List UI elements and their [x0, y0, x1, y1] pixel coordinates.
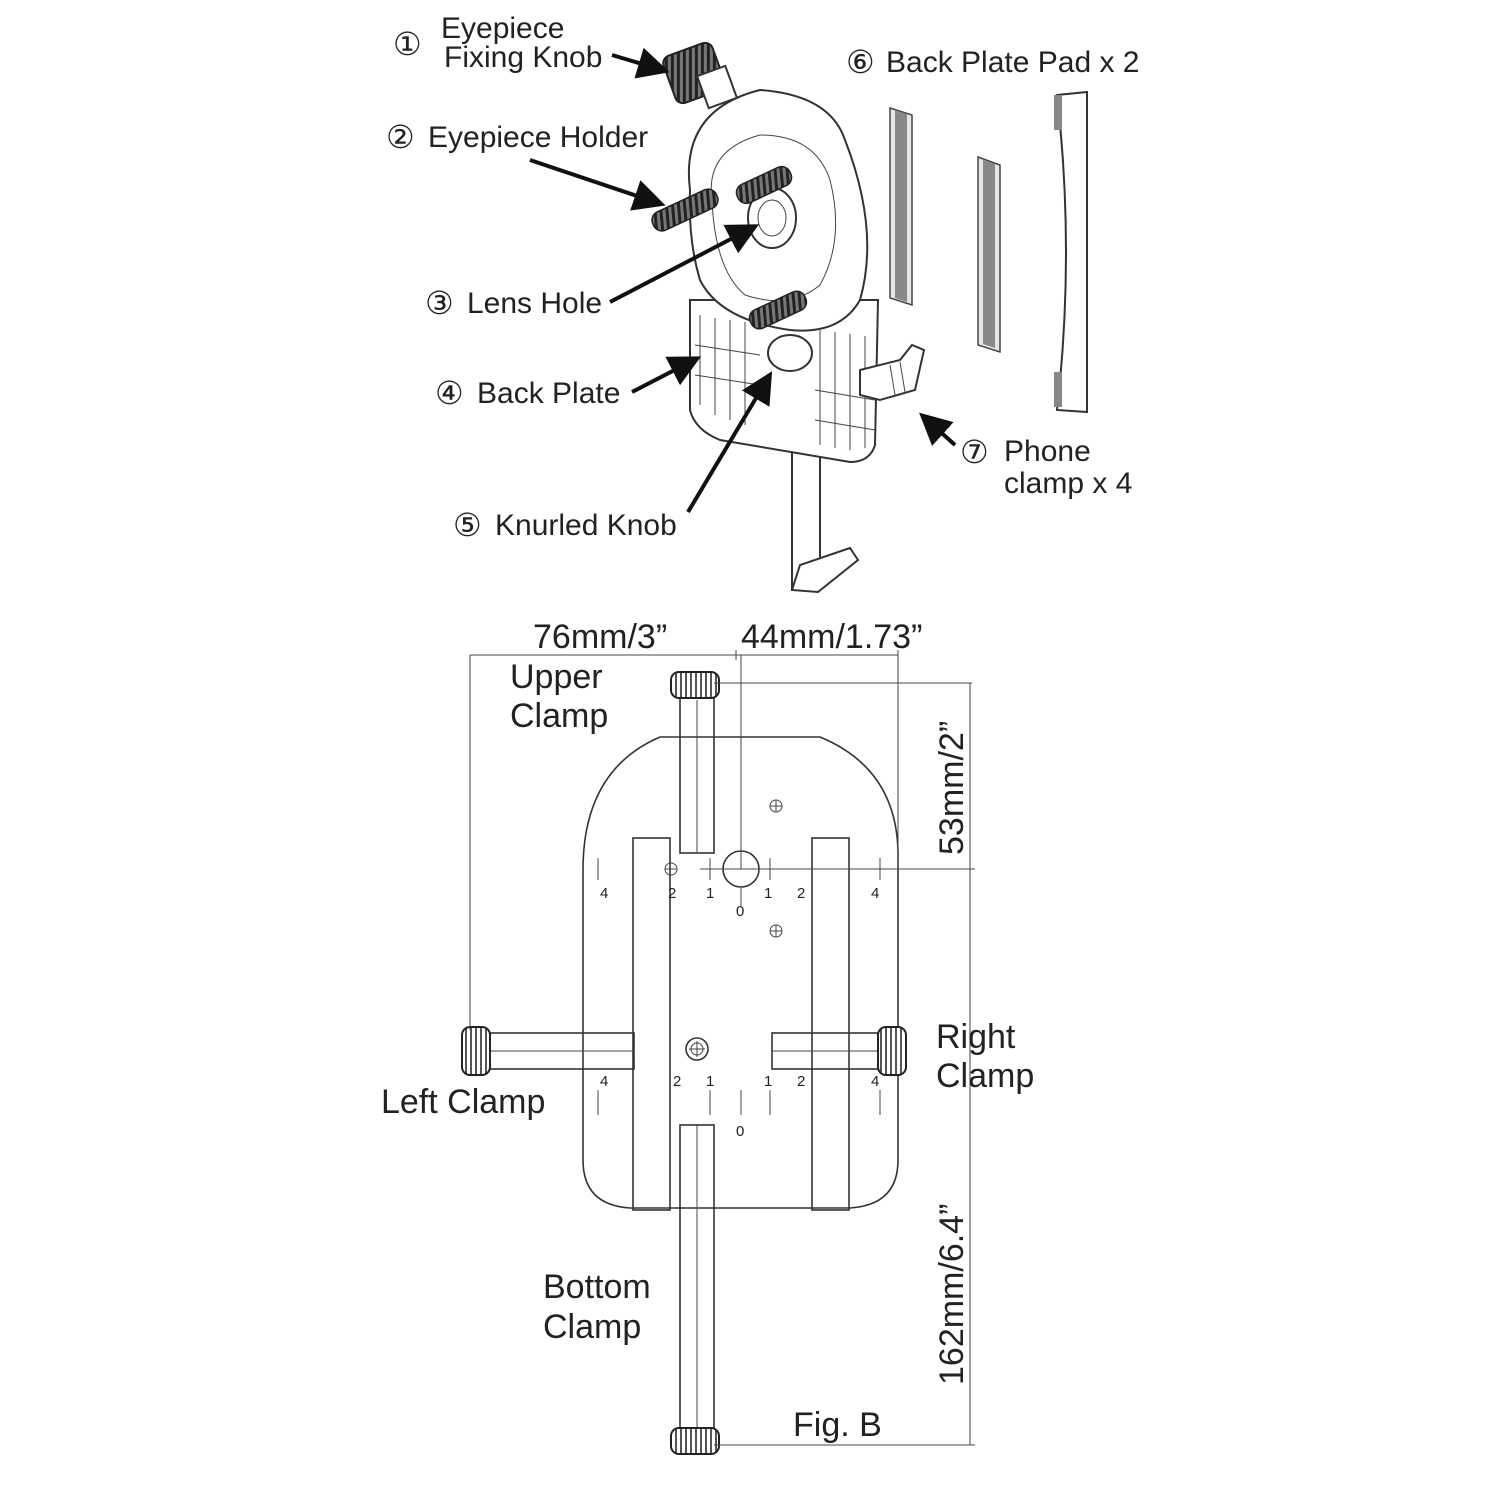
- right-clamp-grip: [877, 1026, 907, 1076]
- upper-clamp-label-line2: Clamp: [510, 697, 608, 735]
- part-5-label: Knurled Knob: [495, 509, 677, 542]
- part-3-label: Lens Hole: [467, 287, 602, 320]
- part-labels: ① Eyepiece Fixing Knob ② Eyepiece Holder…: [386, 12, 1139, 544]
- part-1-number: ①: [393, 25, 422, 63]
- back-plate-shape: [689, 299, 880, 464]
- scale-top-zero: 0: [736, 903, 744, 920]
- scale-top-left-1: 1: [706, 885, 714, 902]
- part-4-label: Back Plate: [477, 377, 620, 410]
- screw-3: [748, 290, 808, 330]
- exploded-phone-clamp: [859, 343, 926, 402]
- part-2-label: Eyepiece Holder: [428, 121, 648, 154]
- scale-top-left-4: 4: [600, 885, 608, 902]
- bottom-clamp-grip: [670, 1427, 720, 1455]
- scale-bottom-left-1: 1: [706, 1073, 714, 1090]
- right-vertical-bar: [811, 837, 850, 1211]
- right-clamp-label-line2: Clamp: [936, 1057, 1034, 1095]
- scale-bottom-right-4: 4: [871, 1073, 879, 1090]
- part-7-label-line1: Phone: [1004, 435, 1091, 468]
- scale-top-right-2: 2: [797, 885, 805, 902]
- dimension-lines: [469, 650, 975, 1446]
- left-clamp-grip: [461, 1026, 491, 1076]
- part-2-number: ②: [386, 118, 415, 156]
- figure-label: Fig. B: [793, 1406, 882, 1444]
- dimension-view: 4 2 1 0 1 2 4 4 2 1 0 1 2 4: [381, 618, 1034, 1455]
- plate-outline: [582, 736, 899, 1209]
- scale-labels-bottom: 4 2 1 0 1 2 4: [600, 1073, 879, 1140]
- scale-labels-top: 4 2 1 0 1 2 4: [600, 885, 879, 920]
- dim-height-upper: 53mm/2”: [933, 721, 971, 855]
- part-1-label-line2: Fixing Knob: [444, 41, 602, 74]
- upper-clamp-grip: [670, 671, 720, 699]
- bottom-clamp-label-line1: Bottom: [543, 1268, 651, 1306]
- exploded-bottom-clamp: [790, 546, 860, 594]
- arrow-fixing-knob: [611, 47, 670, 79]
- arrow-eyepiece-holder: [529, 158, 666, 211]
- arrow-knurled-knob: [686, 371, 773, 514]
- scale-top-right-1: 1: [764, 885, 772, 902]
- scale-bottom-right-1: 1: [764, 1073, 772, 1090]
- scale-top-left-2: 2: [668, 885, 676, 902]
- part-7-label-line2: clamp x 4: [1004, 467, 1132, 500]
- part-6-label: Back Plate Pad x 2: [886, 46, 1139, 79]
- screw-marks: [664, 799, 783, 1061]
- part-6-number: ⑥: [846, 43, 875, 81]
- screw-2: [735, 165, 793, 205]
- scale-bottom-zero: 0: [736, 1123, 744, 1140]
- tick-marks: [597, 858, 881, 1115]
- part-7-number: ⑦: [960, 433, 989, 471]
- arrow-back-plate: [631, 356, 702, 394]
- part-4-number: ④: [435, 374, 464, 412]
- knurled-knob-shape: [767, 334, 813, 372]
- scale-top-right-4: 4: [871, 885, 879, 902]
- bottom-clamp-label-line2: Clamp: [543, 1308, 641, 1346]
- upper-clamp-label-line1: Upper: [510, 658, 603, 696]
- part-1-label-line1: Eyepiece: [441, 12, 564, 45]
- dim-width-left: 76mm/3”: [533, 618, 667, 656]
- dim-width-right: 44mm/1.73”: [741, 618, 922, 656]
- scale-bottom-left-2: 2: [673, 1073, 681, 1090]
- dim-height-lower: 162mm/6.4”: [933, 1204, 971, 1385]
- exploded-view: [651, 41, 1088, 594]
- arrow-lens-hole: [609, 224, 760, 304]
- part-5-number: ⑤: [453, 506, 482, 544]
- screw-1: [651, 188, 719, 232]
- arrow-phone-clamp: [919, 412, 957, 447]
- leader-arrows: [529, 47, 957, 514]
- left-clamp-label: Left Clamp: [381, 1083, 545, 1121]
- scale-bottom-right-2: 2: [797, 1073, 805, 1090]
- curved-plate: [1055, 90, 1088, 414]
- scale-bottom-left-4: 4: [600, 1073, 608, 1090]
- left-vertical-bar: [632, 837, 671, 1211]
- right-clamp-label-line1: Right: [936, 1018, 1016, 1056]
- part-3-number: ③: [425, 284, 454, 322]
